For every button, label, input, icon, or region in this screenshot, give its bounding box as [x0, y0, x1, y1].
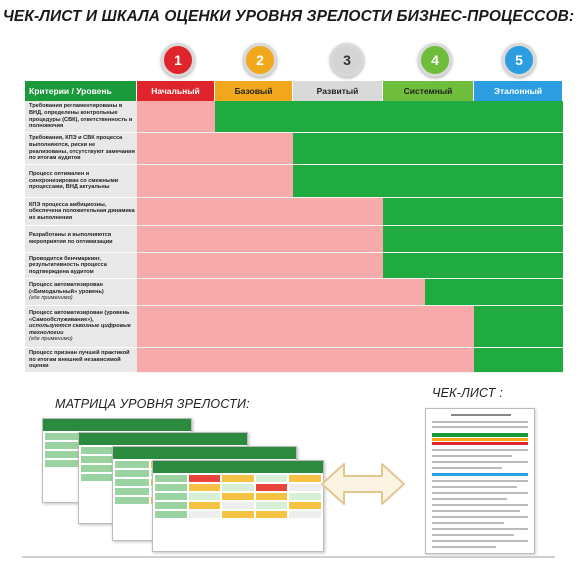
score-cell [474, 253, 563, 279]
criterion-row: Процесс автоматизирован («Бимодальный» у… [25, 279, 137, 306]
criterion-row: Разработаны и выполняются мероприятия по… [25, 226, 137, 253]
header-level-4: Системный [383, 81, 474, 101]
level-4-circle: 4 [418, 43, 452, 77]
score-cell [293, 165, 383, 198]
score-cell [474, 165, 563, 198]
score-cell [137, 101, 215, 133]
page-title: ЧЕК-ЛИСТ И ШКАЛА ОЦЕНКИ УРОВНЯ ЗРЕЛОСТИ … [2, 8, 575, 25]
score-cell [215, 133, 293, 165]
header-level-3: Развитый [293, 81, 383, 101]
score-cell [474, 198, 563, 226]
level-1-circle: 1 [161, 43, 195, 77]
score-cell [137, 133, 215, 165]
score-cell [383, 348, 474, 373]
score-cell [383, 226, 474, 253]
score-cell [293, 198, 383, 226]
criterion-row: Процесс автоматизирован (уровень «Самооб… [25, 306, 137, 348]
score-cell [137, 165, 215, 198]
score-cell [293, 101, 383, 133]
criterion-row: Процесс оптимален и синхронизирован со с… [25, 165, 137, 198]
score-cell [383, 253, 474, 279]
score-cell [474, 306, 563, 348]
score-cell [137, 279, 215, 306]
score-cell [474, 279, 563, 306]
level-5-circle: 5 [502, 43, 536, 77]
score-cell [137, 348, 215, 373]
score-cell [474, 226, 563, 253]
score-cell [383, 165, 474, 198]
matrix-thumbnail [152, 460, 324, 552]
header-level-1: Начальный [137, 81, 215, 101]
header-level-2: Базовый [215, 81, 293, 101]
criterion-row: КПЭ процесса амбициозны, обеспечена поло… [25, 198, 137, 226]
checklist-label: ЧЕК-ЛИСТ : [432, 386, 503, 400]
score-cell [137, 226, 215, 253]
criterion-row: Требования, КПЭ и СВК процесса выполняют… [25, 133, 137, 165]
score-cell [474, 348, 563, 373]
score-cell [383, 306, 474, 348]
score-cell [215, 279, 293, 306]
double-arrow-icon [321, 463, 405, 505]
criterion-row: Процесс признан лучшей практикой по итог… [25, 348, 137, 373]
header-level-5: Эталонный [474, 81, 563, 101]
checklist-thumbnail [425, 408, 535, 554]
score-cell [293, 253, 383, 279]
score-cell [215, 253, 293, 279]
score-cell [137, 198, 215, 226]
score-cell [293, 348, 383, 373]
criterion-row: Требования регламентированы в ВНД, опред… [25, 101, 137, 133]
score-cell [215, 306, 293, 348]
score-cell [215, 165, 293, 198]
score-cell [215, 226, 293, 253]
score-cell [293, 279, 383, 306]
score-cell [293, 306, 383, 348]
score-cell [383, 133, 474, 165]
score-cell-partial [383, 279, 474, 306]
score-cell [293, 133, 383, 165]
criterion-row: Проводится бенчмаркинг, результативность… [25, 253, 137, 279]
maturity-scale-table: Критерии / Уровень Начальный Базовый Раз… [25, 81, 563, 373]
level-3-circle: 3 [330, 43, 364, 77]
score-cell [215, 198, 293, 226]
score-cell [293, 226, 383, 253]
header-criteria: Критерии / Уровень [25, 81, 137, 101]
score-cell [215, 101, 293, 133]
score-cell [474, 133, 563, 165]
score-cell [137, 306, 215, 348]
score-cell [474, 101, 563, 133]
score-cell [215, 348, 293, 373]
score-cell [383, 101, 474, 133]
matrix-label: МАТРИЦА УРОВНЯ ЗРЕЛОСТИ: [55, 397, 250, 411]
score-cell [137, 253, 215, 279]
level-2-circle: 2 [243, 43, 277, 77]
score-cell [383, 198, 474, 226]
divider [22, 556, 555, 558]
